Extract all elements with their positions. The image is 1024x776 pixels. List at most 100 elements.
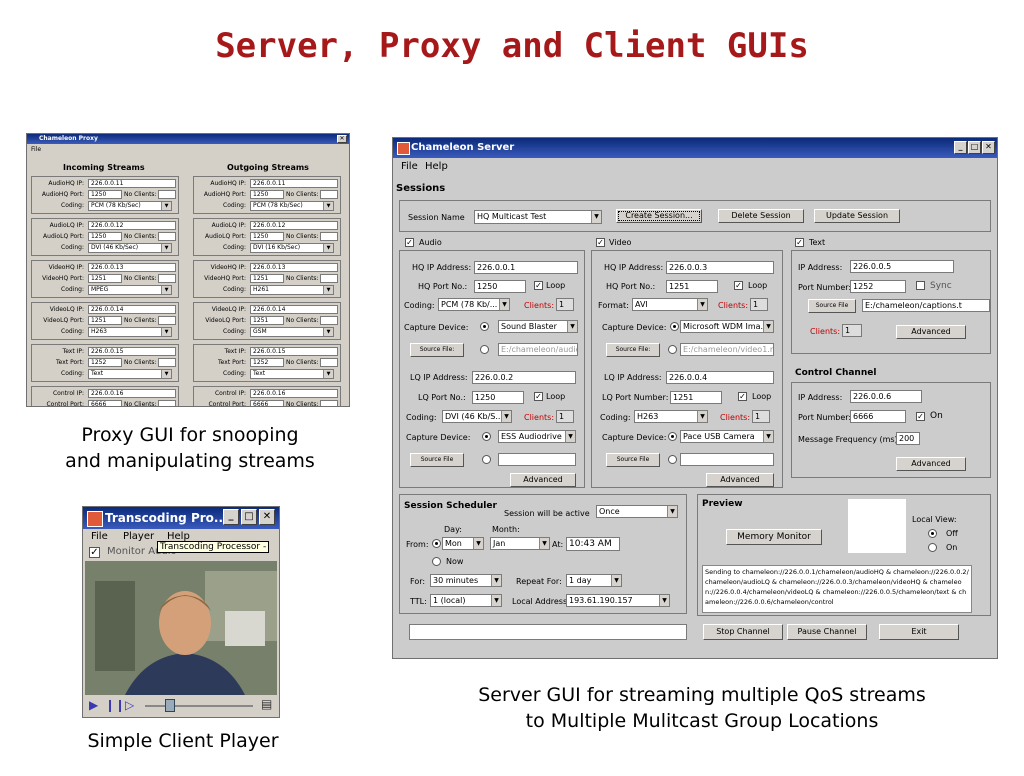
stream-port-field[interactable]: 1251: [88, 316, 122, 325]
server-menu-file[interactable]: File: [401, 161, 418, 172]
local-address-select[interactable]: 193.61.190.157▼: [566, 594, 670, 607]
ttl-select[interactable]: 1 (local)▼: [430, 594, 502, 607]
exit-button[interactable]: Exit: [879, 624, 959, 640]
video-capture-select[interactable]: Microsoft WDM Ima...▼: [680, 320, 774, 333]
stream-coding-select[interactable]: H261▼: [250, 285, 334, 295]
audio-hq-loop-checkbox[interactable]: ✓: [534, 281, 543, 290]
stream-ip-field[interactable]: 226.0.0.14: [88, 305, 176, 314]
step-icon[interactable]: ▷: [125, 698, 135, 712]
stream-coding-select[interactable]: DVI (46 Kb/Sec)▼: [88, 243, 172, 253]
stop-channel-button[interactable]: Stop Channel: [703, 624, 783, 640]
control-port-field[interactable]: 6666: [850, 410, 906, 423]
stream-port-field[interactable]: 1251: [250, 274, 284, 283]
video-source-file-button[interactable]: Source File:: [606, 343, 660, 357]
minimize-button[interactable]: _: [954, 141, 967, 154]
message-frequency-field[interactable]: 200: [896, 432, 920, 445]
create-session-button[interactable]: Create Session...: [616, 209, 702, 223]
control-ip-field[interactable]: 226.0.0.6: [850, 390, 922, 403]
stream-coding-select[interactable]: DVI (16 Kb/Sec)▼: [250, 243, 334, 253]
from-radio[interactable]: [432, 539, 441, 548]
text-checkbox[interactable]: ✓: [795, 238, 804, 247]
audio-checkbox[interactable]: ✓: [405, 238, 414, 247]
stream-port-field[interactable]: 1250: [88, 232, 122, 241]
audio-lq-capture-radio[interactable]: [482, 432, 491, 441]
stream-port-field[interactable]: 1250: [88, 190, 122, 199]
stream-coding-select[interactable]: H263▼: [88, 327, 172, 337]
local-view-on-radio[interactable]: [928, 543, 937, 552]
text-advanced-button[interactable]: Advanced: [896, 325, 966, 339]
proxy-menu-file[interactable]: File: [31, 146, 42, 153]
seek-handle[interactable]: [165, 699, 175, 712]
maximize-button[interactable]: □: [968, 141, 981, 154]
audio-advanced-button[interactable]: Advanced: [510, 473, 576, 487]
audio-lq-capture-select[interactable]: ESS Audiodrive▼: [498, 430, 576, 443]
stream-ip-field[interactable]: 226.0.0.11: [88, 179, 176, 188]
stream-coding-select[interactable]: GSM▼: [250, 327, 334, 337]
video-capture-radio[interactable]: [670, 322, 679, 331]
text-sync-checkbox[interactable]: [916, 281, 925, 290]
video-lq-loop-checkbox[interactable]: ✓: [738, 392, 747, 401]
video-lq-port-field[interactable]: 1251: [670, 391, 722, 404]
audio-lq-ip-field[interactable]: 226.0.0.2: [472, 371, 576, 384]
audio-lq-source-file-button[interactable]: Source File: [410, 453, 464, 467]
stream-coding-select[interactable]: Text▼: [250, 369, 334, 379]
audio-lq-source-field[interactable]: [498, 453, 576, 466]
server-menu-help[interactable]: Help: [425, 161, 448, 172]
seek-slider[interactable]: [145, 705, 253, 707]
video-lq-source-file-button[interactable]: Source File: [606, 453, 660, 467]
stream-ip-field[interactable]: 226.0.0.16: [250, 389, 338, 398]
video-hq-loop-checkbox[interactable]: ✓: [734, 281, 743, 290]
text-ip-field[interactable]: 226.0.0.5: [850, 260, 954, 273]
audio-hq-port-field[interactable]: 1250: [474, 280, 526, 293]
update-session-button[interactable]: Update Session: [814, 209, 900, 223]
audio-lq-source-radio[interactable]: [482, 455, 491, 464]
stream-ip-field[interactable]: 226.0.0.12: [250, 221, 338, 230]
stream-ip-field[interactable]: 226.0.0.14: [250, 305, 338, 314]
video-lq-coding-select[interactable]: H263▼: [634, 410, 708, 423]
stream-port-field[interactable]: 1251: [88, 274, 122, 283]
video-hq-port-field[interactable]: 1251: [666, 280, 718, 293]
session-name-select[interactable]: HQ Multicast Test▼: [474, 210, 602, 224]
control-on-checkbox[interactable]: ✓: [916, 412, 925, 421]
audio-source-field[interactable]: E:/chameleon/audio.: [498, 343, 578, 356]
session-active-select[interactable]: Once▼: [596, 505, 678, 518]
minimize-button[interactable]: _: [223, 509, 239, 525]
stream-port-field[interactable]: 6666: [88, 400, 122, 406]
maximize-button[interactable]: □: [241, 509, 257, 525]
stream-ip-field[interactable]: 226.0.0.13: [250, 263, 338, 272]
audio-capture-select[interactable]: Sound Blaster▼: [498, 320, 578, 333]
day-select[interactable]: Mon▼: [442, 537, 484, 550]
client-menu-help[interactable]: Help: [167, 531, 190, 542]
stream-port-field[interactable]: 1250: [250, 232, 284, 241]
audio-lq-coding-select[interactable]: DVI (46 Kb/S...▼: [442, 410, 512, 423]
client-menu-file[interactable]: File: [91, 531, 108, 542]
video-lq-capture-select[interactable]: Pace USB Camera▼: [680, 430, 774, 443]
volume-icon[interactable]: ▤: [261, 697, 273, 711]
audio-source-radio[interactable]: [480, 345, 489, 354]
local-view-off-radio[interactable]: [928, 529, 937, 538]
delete-session-button[interactable]: Delete Session: [718, 209, 804, 223]
audio-lq-port-field[interactable]: 1250: [472, 391, 524, 404]
pause-icon[interactable]: ❙❙: [105, 698, 126, 712]
audio-capture-radio[interactable]: [480, 322, 489, 331]
stream-ip-field[interactable]: 226.0.0.16: [88, 389, 176, 398]
stream-port-field[interactable]: 1251: [250, 316, 284, 325]
video-lq-ip-field[interactable]: 226.0.0.4: [666, 371, 774, 384]
text-source-field[interactable]: E:/chameleon/captions.t: [862, 299, 990, 312]
close-button[interactable]: ✕: [337, 135, 347, 143]
time-field[interactable]: 10:43 AM: [566, 537, 620, 551]
play-icon[interactable]: ▶: [89, 698, 99, 712]
video-source-field[interactable]: E:/chameleon/video1.m: [680, 343, 774, 356]
audio-lq-loop-checkbox[interactable]: ✓: [534, 392, 543, 401]
video-format-select[interactable]: AVI▼: [632, 298, 708, 311]
video-advanced-button[interactable]: Advanced: [706, 473, 774, 487]
video-source-radio[interactable]: [668, 345, 677, 354]
pause-channel-button[interactable]: Pause Channel: [787, 624, 867, 640]
stream-port-field[interactable]: 1252: [88, 358, 122, 367]
video-lq-source-field[interactable]: [680, 453, 774, 466]
repeat-select[interactable]: 1 day▼: [566, 574, 622, 587]
stream-coding-select[interactable]: PCM (78 Kb/Sec)▼: [250, 201, 334, 211]
audio-coding-select[interactable]: PCM (78 Kb/...▼: [438, 298, 510, 311]
audio-source-file-button[interactable]: Source File:: [410, 343, 464, 357]
video-lq-source-radio[interactable]: [668, 455, 677, 464]
